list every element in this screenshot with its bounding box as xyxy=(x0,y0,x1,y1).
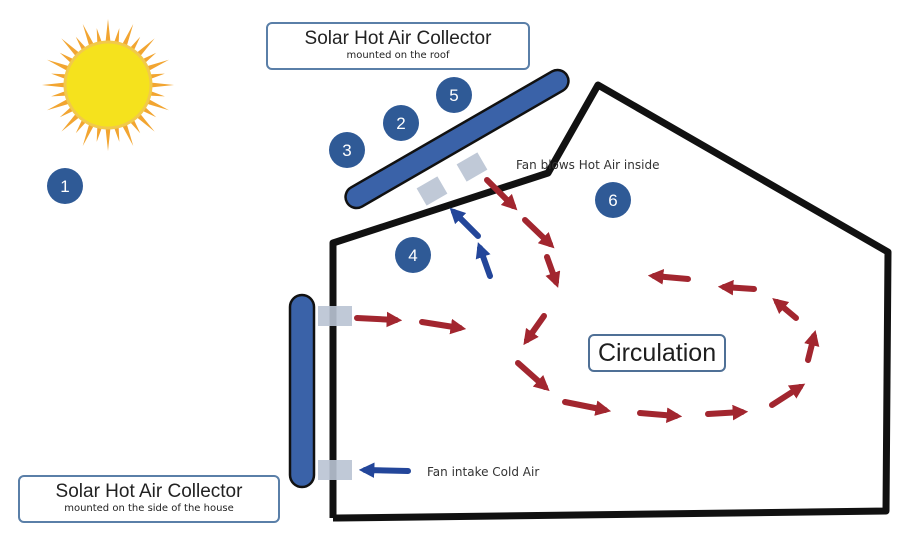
hot-arrow xyxy=(717,279,757,296)
fan-hot-air-label: Fan blows Hot Air inside xyxy=(516,158,660,172)
cold-arrow xyxy=(475,242,493,279)
sun-ray xyxy=(143,59,169,73)
hot-arrow xyxy=(515,360,550,392)
roof-collector-label: Solar Hot Air Collector mounted on the r… xyxy=(266,22,530,70)
sun-ray xyxy=(147,82,174,88)
roof-collector-subtitle: mounted on the roof xyxy=(346,50,450,61)
marker-3: 3 xyxy=(342,141,351,160)
sun-ray xyxy=(82,120,96,146)
hot-arrow xyxy=(705,404,749,421)
marker-6-circle xyxy=(595,182,631,218)
roof-vent-upper xyxy=(456,152,488,182)
hot-arrow xyxy=(637,407,683,423)
sun-icon xyxy=(42,19,174,151)
hot-arrow xyxy=(544,254,561,288)
marker-1-circle xyxy=(47,168,83,204)
side-vent-lower xyxy=(318,460,352,480)
sun-ray xyxy=(143,97,169,111)
hot-arrow xyxy=(769,383,806,408)
roof-collector xyxy=(344,68,570,210)
hot-arrow xyxy=(484,177,518,211)
number-markers: 1 2 3 4 5 6 xyxy=(47,77,631,273)
sun-core xyxy=(63,40,153,130)
hot-arrow xyxy=(562,399,612,416)
marker-1: 1 xyxy=(60,177,69,196)
marker-5-circle xyxy=(436,77,472,113)
circulation-label: Circulation xyxy=(588,334,727,372)
hot-arrow xyxy=(772,297,799,321)
hot-arrow xyxy=(354,311,403,328)
roof-vent-lower xyxy=(416,176,448,206)
sun-ray xyxy=(105,19,111,46)
house-outline xyxy=(329,81,892,522)
cold-arrow xyxy=(449,207,481,239)
side-collector-label: Solar Hot Air Collector mounted on the s… xyxy=(18,475,280,523)
hot-air-arrows xyxy=(354,177,820,423)
fan-cold-air-label: Fan intake Cold Air xyxy=(427,465,540,479)
marker-4: 4 xyxy=(408,246,417,265)
marker-3-circle xyxy=(329,132,365,168)
cold-arrow xyxy=(358,462,411,479)
sun-ray xyxy=(120,24,134,50)
hot-arrow xyxy=(522,217,555,249)
hot-arrow xyxy=(804,329,820,363)
side-collector-title: Solar Hot Air Collector xyxy=(55,481,243,502)
side-collector xyxy=(288,293,316,489)
sun-ray xyxy=(42,82,69,88)
hot-arrow xyxy=(523,313,547,346)
cold-air-arrows xyxy=(358,207,493,479)
marker-2-circle xyxy=(383,105,419,141)
sun-ray xyxy=(47,59,73,73)
sun-ray xyxy=(47,97,73,111)
marker-4-circle xyxy=(395,237,431,273)
sun-ray xyxy=(105,124,111,151)
sun-ray xyxy=(120,120,134,146)
sun-ray xyxy=(82,24,96,50)
marker-6: 6 xyxy=(608,191,617,210)
hot-arrow xyxy=(419,318,467,335)
marker-5: 5 xyxy=(449,86,458,105)
marker-2: 2 xyxy=(396,114,405,133)
side-collector-subtitle: mounted on the side of the house xyxy=(64,503,234,514)
roof-collector-title: Solar Hot Air Collector xyxy=(304,28,492,49)
side-vent-upper xyxy=(318,306,352,326)
hot-arrow xyxy=(647,269,691,285)
